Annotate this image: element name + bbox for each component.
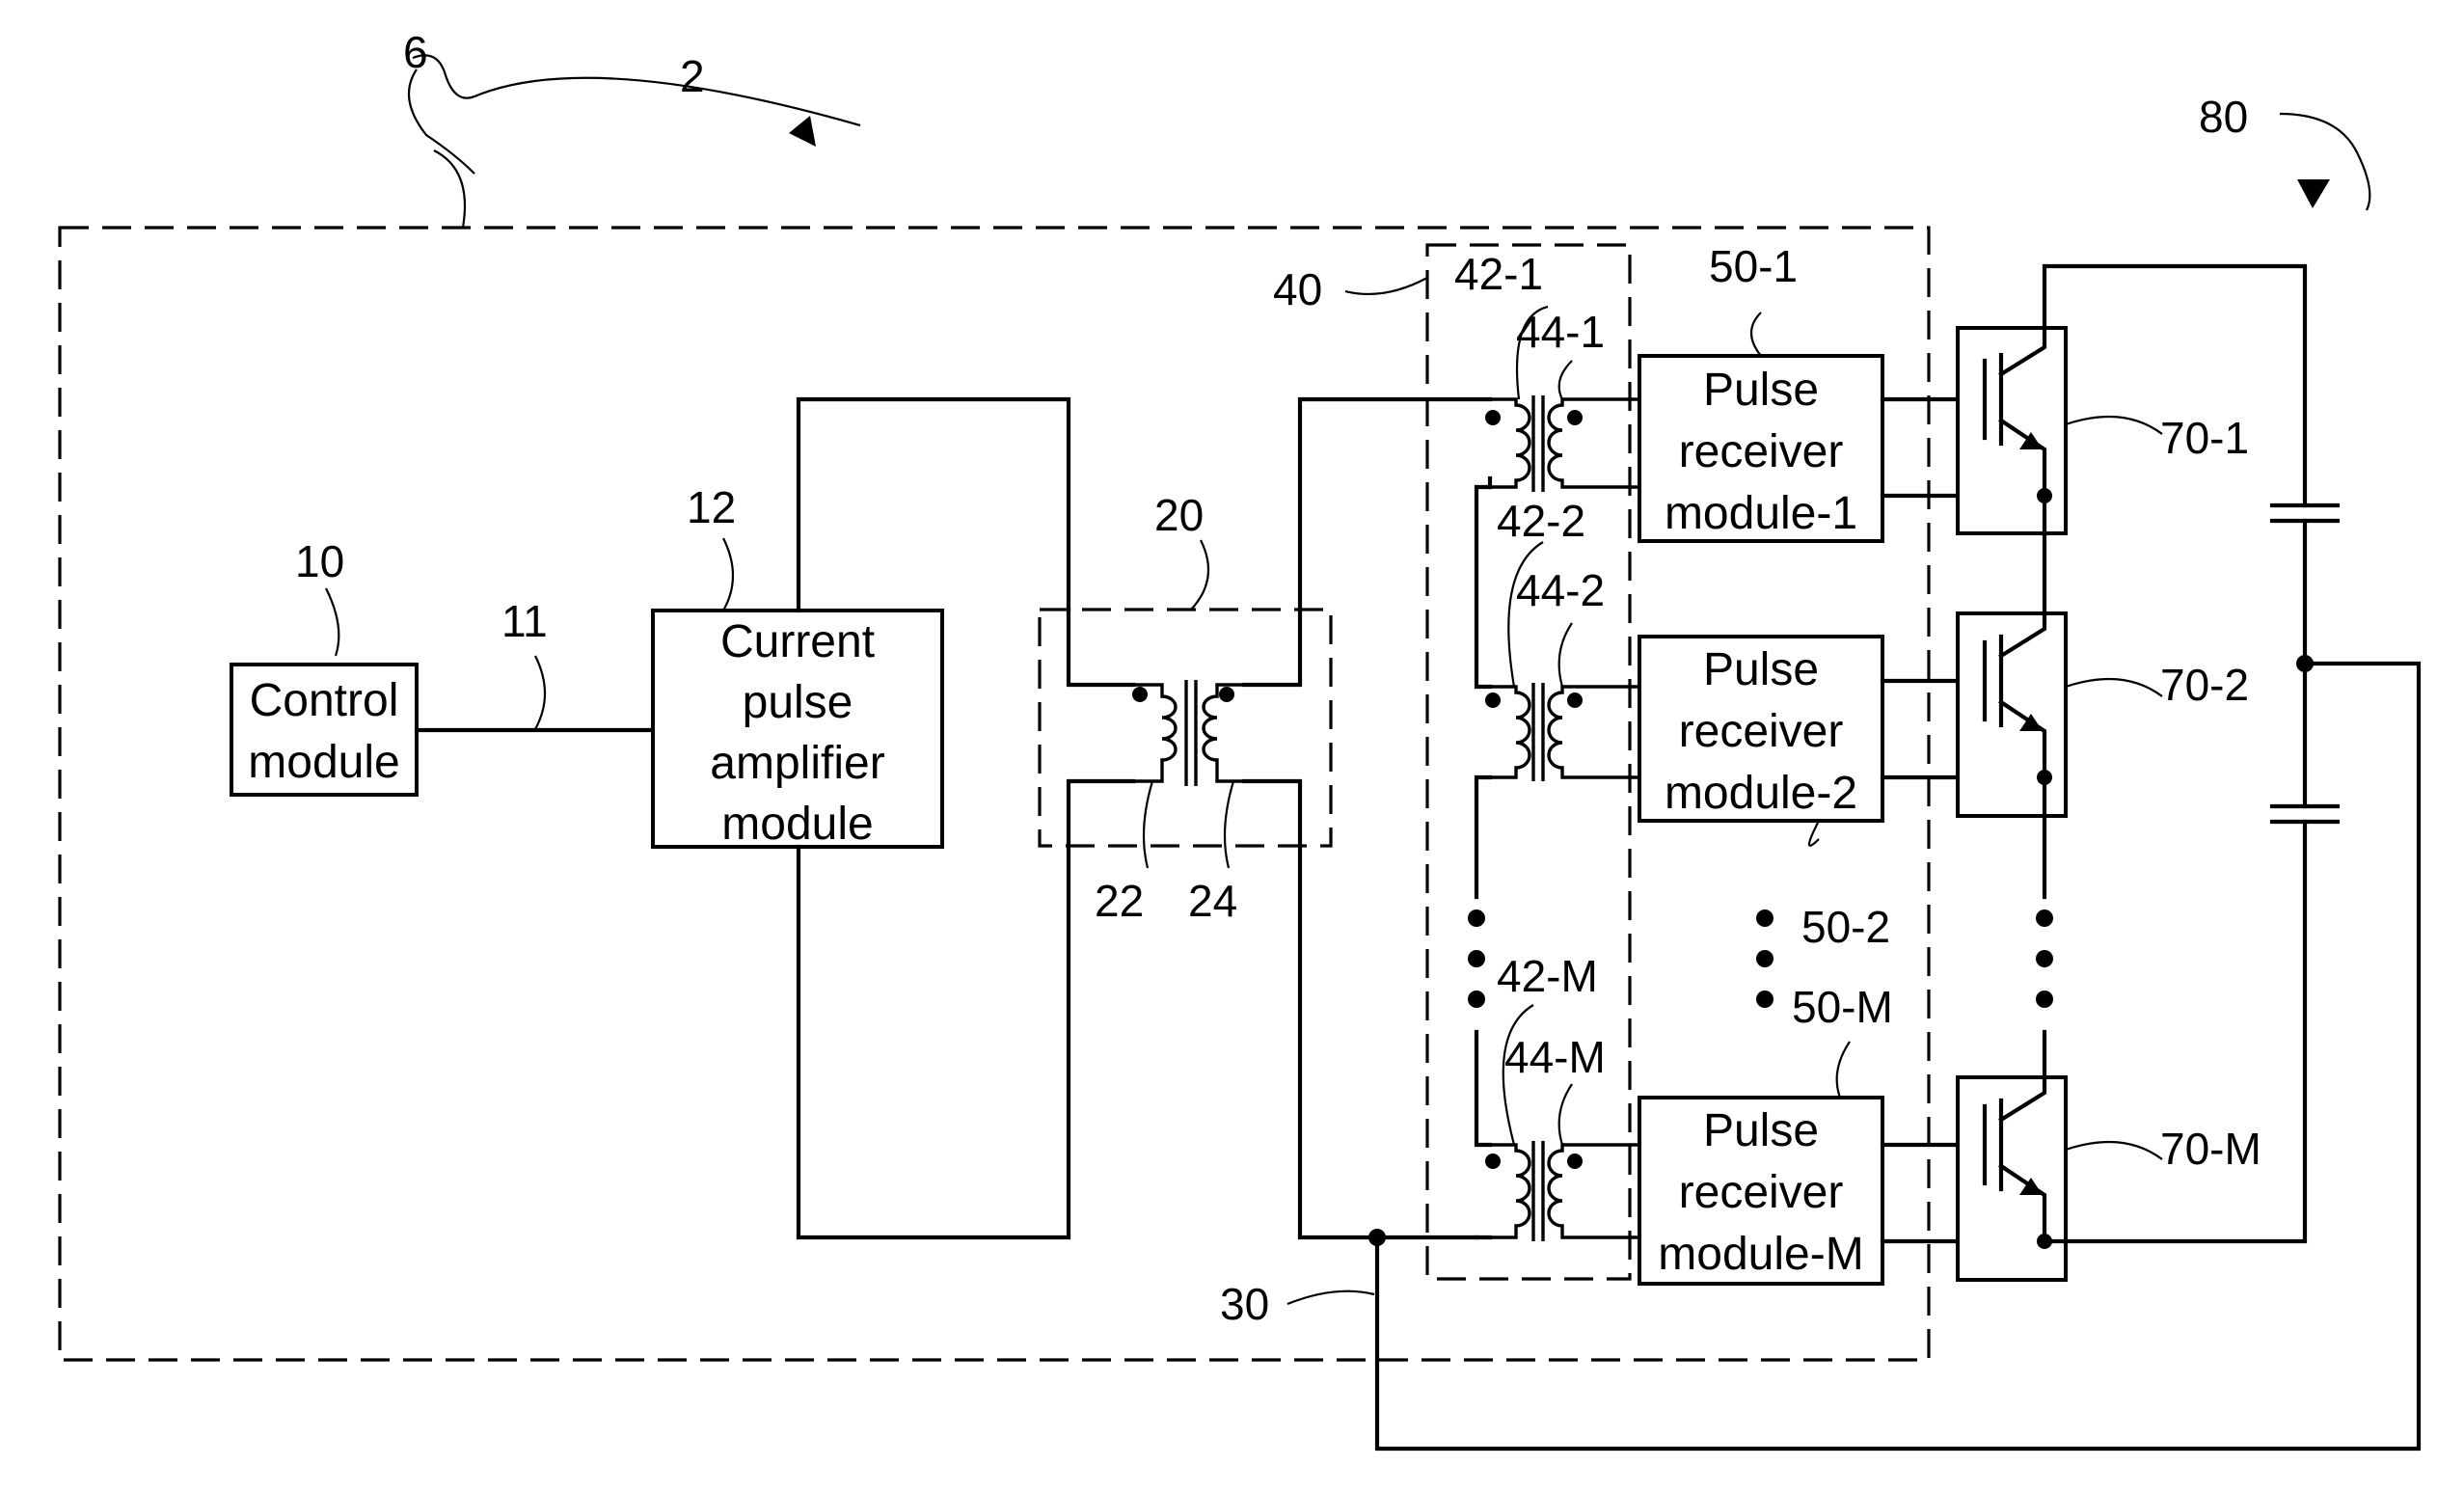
polarity-dot-42-1 [1485,410,1501,425]
ref-44-1: 44-1 [1516,307,1605,357]
pulse-receiver-2-label-2: receiver [1679,706,1844,757]
ref-2: 2 [680,51,705,101]
control-module-label-2: module [248,737,399,788]
ellipsis-dot-primary-3 [1468,991,1485,1008]
pulse-receiver-1-label-1: Pulse [1703,365,1819,416]
leader-70-2 [2066,679,2162,696]
switch-70-m-box [1958,1077,2066,1280]
ellipsis-dot-receiver-2 [1756,950,1774,967]
ellipsis-dot-primary-2 [1468,950,1485,967]
pulse-receiver-m-label-3: module-M [1658,1229,1863,1280]
leader-10 [326,588,338,656]
polarity-dot-42-m [1485,1154,1501,1169]
ref-20: 20 [1154,490,1204,540]
ref-50-m: 50-M [1792,982,1893,1032]
ref-10: 10 [295,536,344,586]
ref-70-m: 70-M [2160,1124,2261,1174]
leader-44-1 [1559,361,1572,399]
leader-70-1 [2066,417,2162,434]
leader-6-b [434,150,465,228]
ellipsis-dot-primary-1 [1468,909,1485,927]
control-module-label-1: Control [250,675,399,726]
capacitor-midpoint-node [2296,655,2314,672]
ref-12: 12 [687,482,736,532]
pulse-receiver-m-label-1: Pulse [1703,1105,1819,1156]
amplifier-label-1: Current [720,616,875,667]
leader-22 [1144,781,1152,868]
ref-22: 22 [1095,876,1144,926]
ref-70-2: 70-2 [2160,660,2249,710]
pulse-receiver-1-label-2: receiver [1679,426,1844,477]
switch-70-2-box [1958,613,2066,816]
leader-70-m [2066,1142,2162,1159]
leader-44-2 [1559,623,1572,687]
secondary-winding-44-2 [1549,687,1639,777]
polarity-dot-44-1 [1567,410,1583,425]
pulse-receiver-m-label-2: receiver [1679,1167,1844,1218]
ref-42-1: 42-1 [1454,249,1543,299]
leader-12 [723,538,733,611]
ref-6: 6 [403,27,428,77]
ellipsis-dot-switch-2 [2036,950,2053,967]
primary-chain-1-2 [1476,487,1490,687]
amplifier-label-4: module [721,799,873,850]
ellipsis-dot-switch-3 [2036,991,2053,1008]
switch-70-1-box [1958,328,2066,533]
leader-40 [1345,278,1427,294]
leader-30 [1287,1291,1374,1304]
leader-20 [1191,540,1208,610]
ref-42-2: 42-2 [1497,496,1585,546]
primary-polarity-dot [1132,687,1148,702]
primary-chain-m-up [1476,1032,1490,1145]
secondary-polarity-dot [1219,687,1234,702]
secondary-top-wire [1244,399,1490,685]
pulse-receiver-2-label-1: Pulse [1703,644,1819,695]
ref-50-1: 50-1 [1709,241,1798,291]
ellipsis-dot-switch-1 [2036,909,2053,927]
leader-11 [535,656,545,729]
ref-42-m: 42-M [1497,951,1598,1001]
ellipsis-dot-receiver-1 [1756,909,1774,927]
ref-24: 24 [1188,876,1237,926]
polarity-dot-42-2 [1485,692,1501,708]
leader-50-m [1837,1042,1850,1098]
leader-6 [409,69,474,174]
ref-70-1: 70-1 [2160,413,2249,463]
primary-chain-2-down [1476,777,1490,897]
polarity-dot-44-m [1567,1154,1583,1169]
amplifier-label-3: amplifier [710,738,884,789]
leader-50-2 [1809,821,1819,846]
pulse-receiver-2-label-3: module-2 [1665,768,1857,819]
leader-24 [1225,781,1233,868]
bus-bottom-wire [2044,822,2305,1241]
secondary-winding-44-m [1549,1145,1639,1237]
secondary-winding-44-1 [1549,399,1639,487]
leader-2 [474,78,860,125]
ref-11: 11 [501,596,548,646]
pulse-receiver-1-label-3: module-1 [1665,488,1857,539]
amplifier-label-2: pulse [743,677,853,728]
secondary-bottom-wire [1244,781,1476,1237]
ref-30: 30 [1220,1279,1269,1329]
ref-44-2: 44-2 [1516,565,1605,615]
ref-80: 80 [2199,92,2248,142]
leader-80-arrow [2297,179,2330,208]
ref-40: 40 [1273,264,1322,314]
ref-44-m: 44-M [1504,1032,1606,1082]
polarity-dot-44-2 [1567,692,1583,708]
leader-44-m [1559,1084,1572,1145]
leader-50-1 [1751,312,1761,356]
ellipsis-dot-receiver-3 [1756,991,1774,1008]
bus-top-wire [2044,266,2305,505]
ref-50-2: 50-2 [1801,902,1890,952]
leader-80 [2280,114,2369,210]
leader-2-arrow [789,116,816,147]
